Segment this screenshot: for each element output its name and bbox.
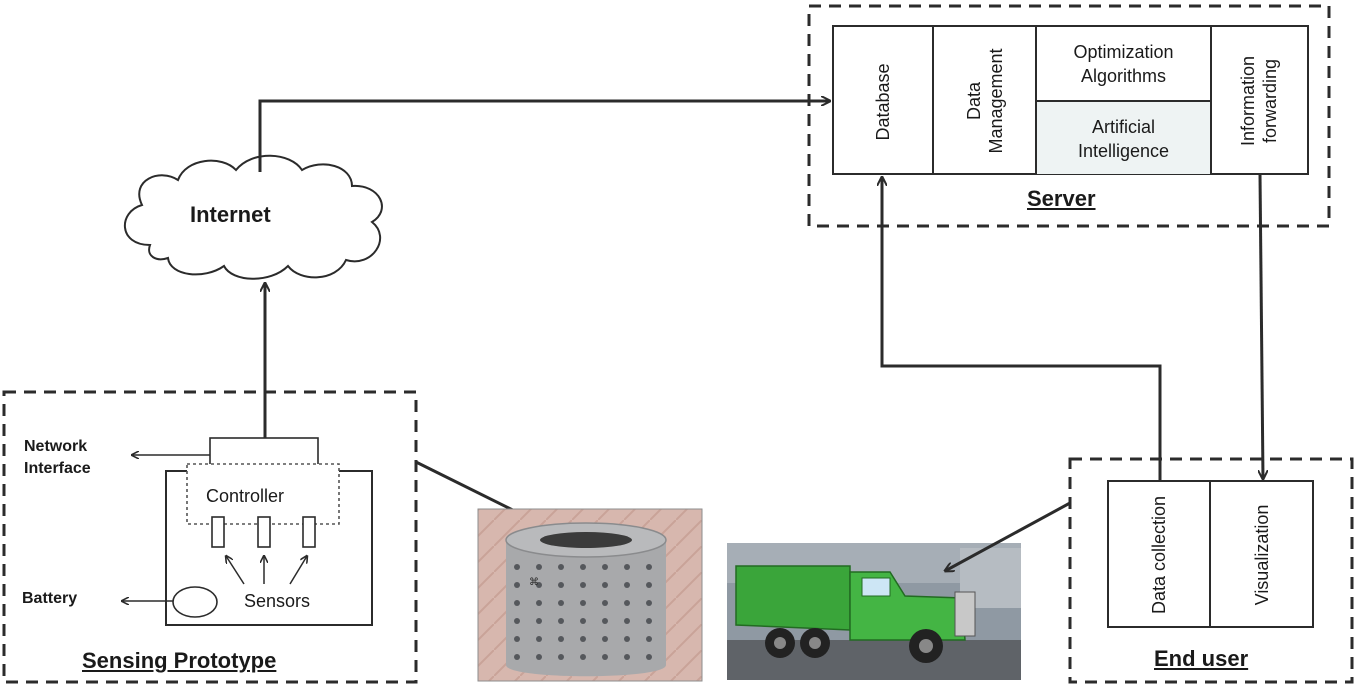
server-container	[807, 4, 1331, 228]
visualization-cell: Visualization	[1252, 504, 1272, 606]
enduser-title: End user	[1154, 646, 1249, 671]
ai-cell-fill	[1036, 101, 1211, 174]
battery-shape	[172, 586, 218, 618]
network-interface-line-2: Interface	[24, 460, 91, 477]
database-cell: Database	[873, 63, 893, 141]
battery-label: Battery	[22, 590, 78, 607]
network-interface-label: Network Interface	[24, 436, 91, 480]
internet-label: Internet	[190, 202, 271, 227]
ai-cell: Artificial Intelligence	[1036, 115, 1211, 163]
data-collection-cell: Data collection	[1149, 495, 1169, 615]
sensor-slot-1	[211, 516, 225, 548]
enduser-container	[1068, 457, 1354, 684]
optimization-line-2: Algorithms	[1080, 66, 1167, 86]
sensing-container	[2, 390, 418, 684]
data-management-cell: Data Management	[963, 48, 1007, 153]
network-interface-line-1: Network	[24, 438, 88, 455]
waste-bin-photo: ⌘	[477, 508, 703, 682]
sensing-title: Sensing Prototype	[82, 648, 277, 673]
optimization-cell: Optimization Algorithms	[1036, 40, 1211, 88]
controller-label: Controller	[206, 486, 285, 506]
svg-text:⌘: ⌘	[529, 577, 539, 588]
network-interface-module	[209, 437, 319, 466]
data-management-line-1: Data	[964, 81, 984, 121]
sensor-slot-2	[257, 516, 271, 548]
server-title: Server	[1027, 186, 1096, 211]
datacollection-to-database-arrow	[882, 177, 1162, 481]
info-forwarding-line-2: forwarding	[1260, 58, 1280, 144]
info-forwarding-line-1: Information	[1238, 55, 1258, 147]
internet-to-server-arrow	[258, 101, 830, 172]
ai-line-2: Intelligence	[1077, 141, 1170, 161]
garbage-truck-photo	[727, 543, 1021, 680]
data-management-line-2: Management	[986, 48, 1006, 154]
forwarding-to-visualization-arrow	[1260, 173, 1263, 479]
info-forwarding-cell: Information forwarding	[1237, 56, 1281, 146]
ai-line-1: Artificial	[1091, 117, 1155, 137]
enduser-to-truck-arrow	[945, 501, 1071, 571]
optimization-line-1: Optimization	[1073, 42, 1174, 62]
sensors-label: Sensors	[244, 591, 311, 611]
sensor-slot-3	[302, 516, 316, 548]
internet-cloud	[124, 154, 383, 280]
